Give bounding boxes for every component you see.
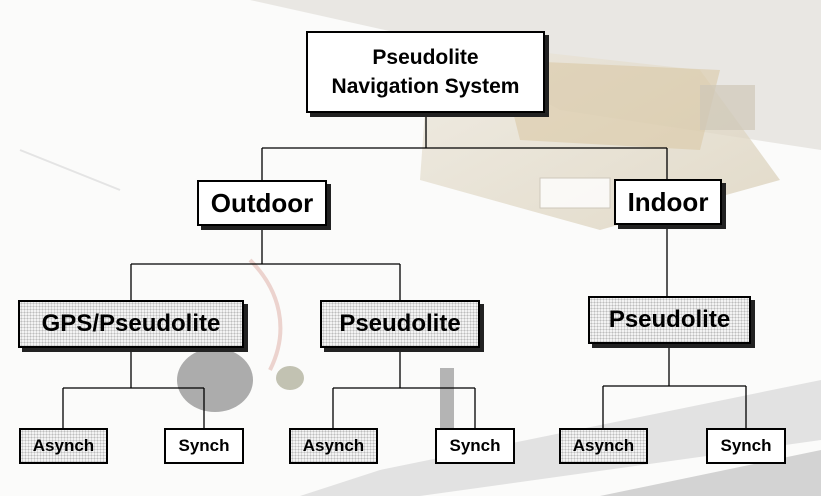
root-label-line1: Pseudolite: [372, 46, 479, 69]
gps-pseudolite-label: GPS/Pseudolite: [41, 310, 221, 337]
indoor-label: Indoor: [627, 186, 709, 217]
node-gps-pseudolite: GPS/Pseudolite: [18, 300, 244, 348]
leaf-outdoor-pseudolite-asynch: Asynch: [289, 428, 378, 464]
leaf-indoor-pseudolite-asynch: Asynch: [559, 428, 648, 464]
indoor-pseudolite-label: Pseudolite: [608, 306, 731, 333]
leaf-label: Asynch: [572, 436, 635, 455]
leaf-indoor-pseudolite-synch: Synch: [706, 428, 786, 464]
leaf-label: Asynch: [302, 436, 365, 455]
leaf-outdoor-pseudolite-synch: Synch: [435, 428, 515, 464]
leaf-label: Asynch: [32, 436, 95, 455]
root-node-pseudolite-navigation-system: Pseudolite Navigation System: [306, 31, 545, 113]
leaf-gps-asynch: Asynch: [19, 428, 108, 464]
leaf-label: Synch: [178, 436, 230, 455]
root-label-line2: Navigation System: [331, 75, 520, 98]
leaf-label: Synch: [449, 436, 501, 455]
node-outdoor-pseudolite: Pseudolite: [320, 300, 480, 348]
leaf-gps-synch: Synch: [164, 428, 244, 464]
node-indoor-pseudolite: Pseudolite: [588, 296, 751, 344]
node-indoor: Indoor: [614, 179, 722, 225]
outdoor-pseudolite-label: Pseudolite: [339, 310, 461, 337]
leaf-label: Synch: [720, 436, 772, 455]
outdoor-label: Outdoor: [210, 187, 314, 218]
node-outdoor: Outdoor: [197, 180, 327, 226]
